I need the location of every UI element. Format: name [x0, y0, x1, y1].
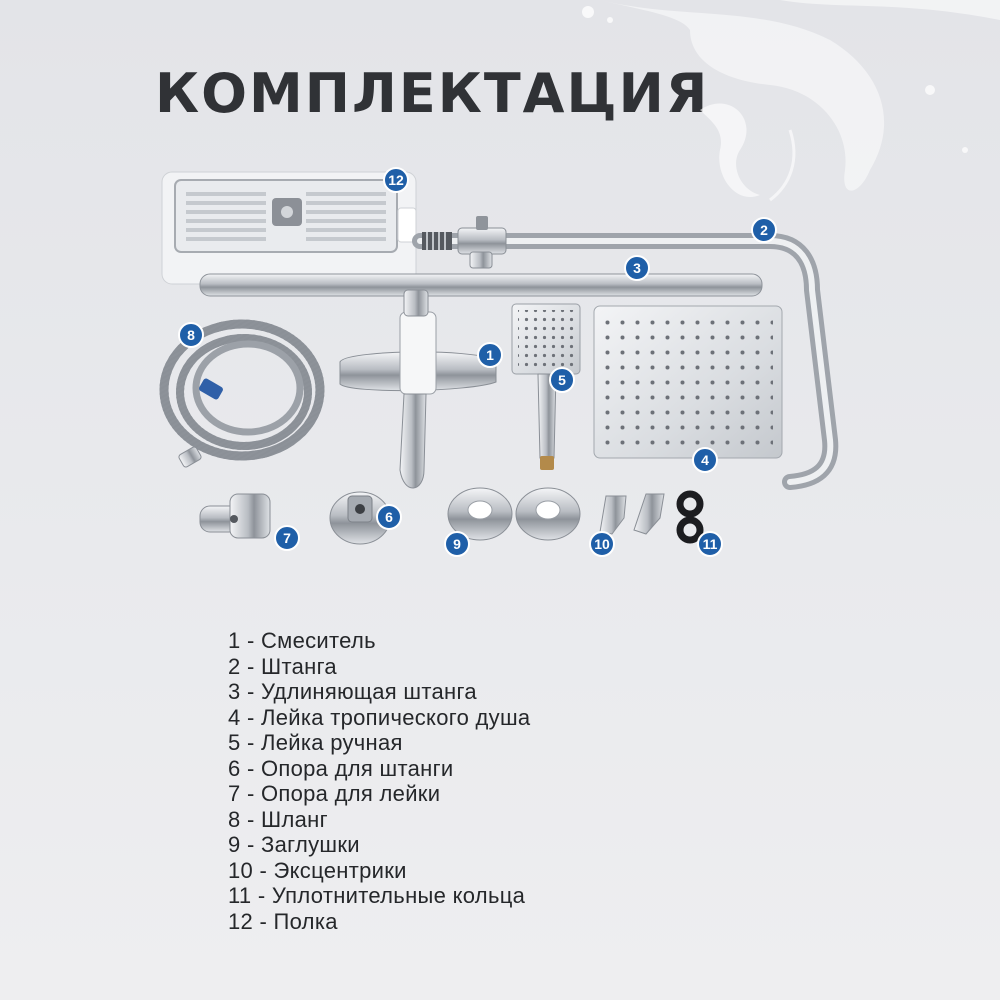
badge-11: 11	[697, 531, 723, 557]
badge-2-label: 2	[760, 222, 768, 238]
badge-1-label: 1	[486, 347, 494, 363]
badge-12: 12	[383, 167, 409, 193]
badge-9-label: 9	[453, 536, 461, 552]
caps-illustration	[447, 487, 581, 541]
rain-shower-head-illustration	[593, 305, 783, 459]
badge-7-label: 7	[283, 530, 291, 546]
badge-6-label: 6	[385, 509, 393, 525]
badge-8-label: 8	[187, 327, 195, 343]
parts-list-item: 8 - Шланг	[228, 806, 328, 832]
parts-list-item: 10 - Эксцентрики	[228, 857, 407, 883]
parts-list-item: 6 - Опора для штанги	[228, 755, 454, 781]
page-title: КОМПЛЕКТАЦИЯ	[155, 62, 710, 125]
badge-11-label: 11	[703, 536, 718, 552]
parts-list-item: 2 - Штанга	[228, 653, 337, 679]
badge-8: 8	[178, 322, 204, 348]
badge-1: 1	[477, 342, 503, 368]
shelf-illustration	[161, 171, 417, 285]
badge-3: 3	[624, 255, 650, 281]
parts-list-item: 1 - Смеситель	[228, 628, 376, 653]
badge-4-label: 4	[701, 452, 709, 468]
parts-list-item: 11 - Уплотнительные кольца	[228, 883, 526, 908]
badge-9: 9	[444, 531, 470, 557]
eccentrics-illustration	[599, 493, 665, 535]
badge-7: 7	[274, 525, 300, 551]
parts-list-item: 7 - Опора для лейки	[228, 781, 441, 806]
parts-list-item: 12 - Полка	[228, 908, 338, 934]
hand-shower-illustration	[511, 303, 581, 470]
badge-10-label: 10	[594, 536, 610, 552]
badge-2: 2	[751, 217, 777, 243]
parts-list: 1 - Смеситель 2 - Штанга 3 - Удлиняющая …	[228, 628, 530, 934]
badge-5-label: 5	[558, 372, 566, 388]
parts-list-item: 5 - Лейка ручная	[228, 730, 403, 755]
badge-4: 4	[692, 447, 718, 473]
parts-list-item: 9 - Заглушки	[228, 832, 360, 857]
badge-3-label: 3	[633, 260, 641, 276]
hose-illustration	[159, 319, 325, 468]
mixer-illustration	[339, 289, 497, 489]
parts-list-item: 3 - Удлиняющая штанга	[228, 679, 477, 704]
shower-bar-illustration	[412, 216, 839, 490]
kit-illustration: 1 2 3 4 5 6 7 8 9 10 11 12	[159, 0, 1000, 557]
badge-6: 6	[376, 504, 402, 530]
extension-bar-illustration	[199, 273, 763, 297]
badge-10: 10	[589, 531, 615, 557]
rings-illustration	[676, 490, 704, 544]
badge-5: 5	[549, 367, 575, 393]
water-splash-decoration	[582, 0, 1000, 202]
badge-12-label: 12	[388, 172, 404, 188]
holder-illustration	[199, 493, 271, 539]
parts-list-item: 4 - Лейка тропического душа	[228, 704, 531, 730]
